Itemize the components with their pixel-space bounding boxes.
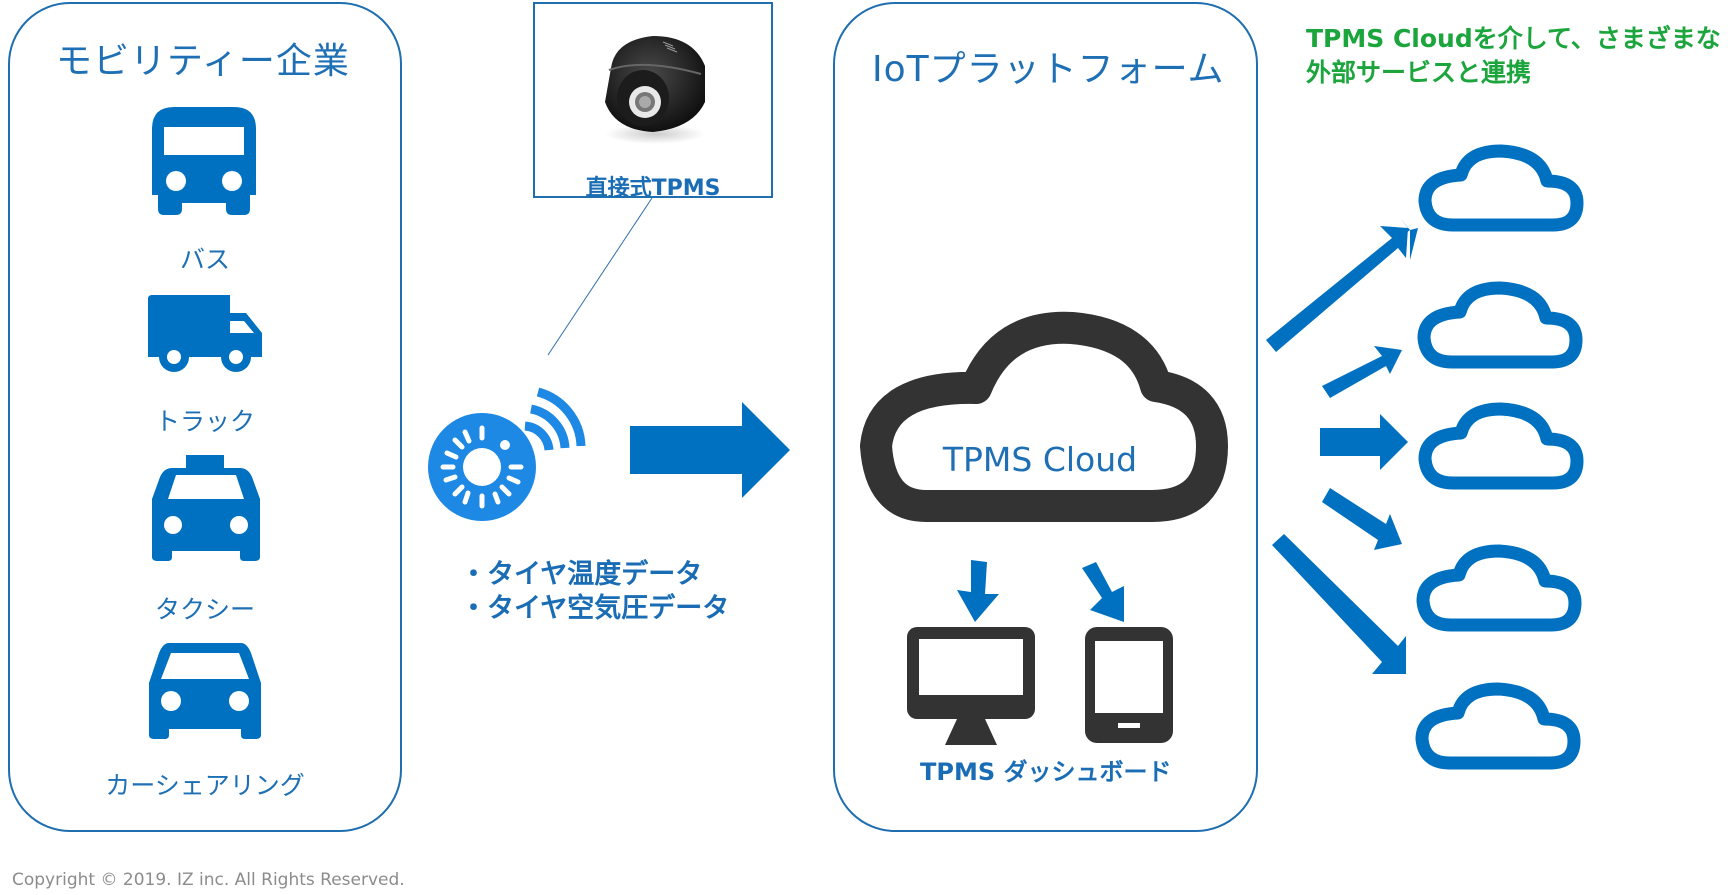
- external-service-cloud-icon: [1418, 402, 1584, 490]
- external-service-cloud-icon: [1417, 281, 1583, 369]
- tpms-photo-caption: 直接式TPMS: [585, 176, 721, 201]
- taxi-icon: [152, 455, 260, 561]
- tpms-dashboard-label: TPMS ダッシュボード: [920, 758, 1172, 786]
- tpms-photo-box: 直接式TPMS: [533, 2, 773, 201]
- external-caption-line1: TPMS Cloudを介して、さまざまな: [1306, 24, 1721, 53]
- truck-icon: [148, 295, 262, 372]
- external-caption-line2: 外部サービスと連携: [1306, 58, 1532, 87]
- sensor-data-item: ・タイヤ空気圧データ: [460, 593, 730, 624]
- external-service-cloud-icon: [1416, 544, 1582, 632]
- down-arrow-icon: [1082, 562, 1124, 622]
- car-icon: [149, 643, 261, 739]
- external-service-cloud-icon: [1418, 144, 1584, 232]
- arrow-right-icon: [1320, 414, 1408, 470]
- external-service-cloud-icon: [1415, 682, 1581, 770]
- mobility-item-label: タクシー: [154, 595, 255, 624]
- iot-platform-title: IoTプラットフォーム: [872, 49, 1225, 90]
- arrow-down-far-icon: [1272, 534, 1406, 674]
- data-flow-arrow-icon: [630, 402, 790, 498]
- monitor-icon: [907, 627, 1035, 745]
- arrow-up-far-icon: [1266, 226, 1408, 352]
- mobility-item-label: バス: [179, 245, 230, 274]
- tire-sensor-icon: [428, 387, 586, 521]
- tpms-cloud-label: TPMS Cloud: [942, 440, 1138, 479]
- mobility-item-label: トラック: [154, 407, 255, 436]
- arrow-down-near-icon: [1322, 488, 1402, 550]
- arrow-up-near-icon: [1322, 346, 1402, 398]
- sensor-data-item: ・タイヤ温度データ: [460, 559, 703, 590]
- down-arrow-icon: [957, 560, 999, 622]
- bus-icon: [152, 107, 256, 215]
- tpms-sensor-photo: [605, 36, 705, 144]
- mobility-item-label: カーシェアリング: [105, 771, 305, 800]
- tpms-cloud-icon: [860, 311, 1228, 522]
- mobility-panel-title: モビリティー企業: [56, 41, 350, 82]
- copyright-text: Copyright © 2019. IZ inc. All Rights Res…: [12, 870, 405, 890]
- tablet-icon: [1085, 627, 1173, 743]
